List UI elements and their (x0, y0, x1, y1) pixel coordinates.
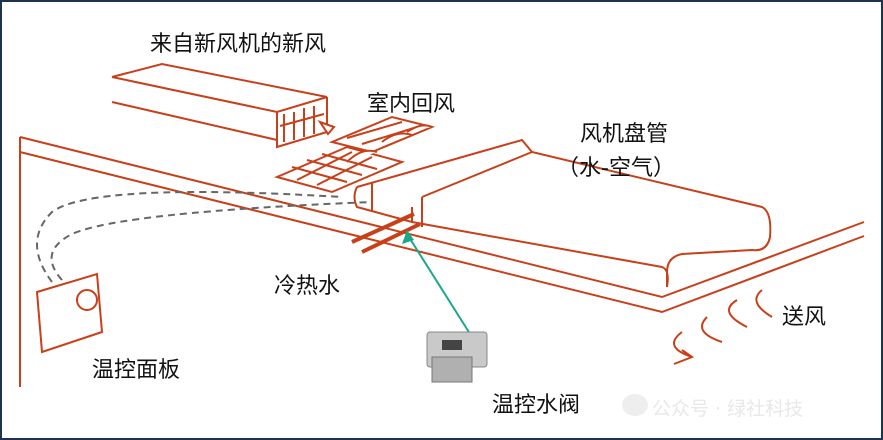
watermark: 公众号 · 绿社科技 (652, 398, 804, 420)
fan-coil-unit (353, 138, 772, 288)
control-wiring (36, 191, 373, 283)
water-label: 冷热水 (274, 274, 341, 299)
supply-label: 送风 (782, 305, 827, 330)
fcu-label: 风机盘管 (580, 122, 669, 147)
valve-icon (426, 331, 488, 383)
thermostat (35, 272, 104, 354)
fresh-air-duct (111, 62, 328, 149)
valve-pointer-arrow (406, 233, 473, 338)
panel-label: 温控面板 (92, 358, 181, 383)
supply-air-arrows (673, 289, 773, 365)
return-air-label: 室内回风 (367, 92, 456, 117)
airflow-arrows (317, 120, 433, 163)
ceiling-slab (19, 136, 865, 387)
wechat-icon (622, 394, 648, 416)
fresh-air-label: 来自新风机的新风 (150, 32, 327, 57)
fcu-type-label: （水-空气） (557, 156, 675, 181)
water-pipes (351, 212, 421, 254)
return-grille (273, 145, 406, 194)
valve-label: 温控水阀 (492, 393, 581, 418)
